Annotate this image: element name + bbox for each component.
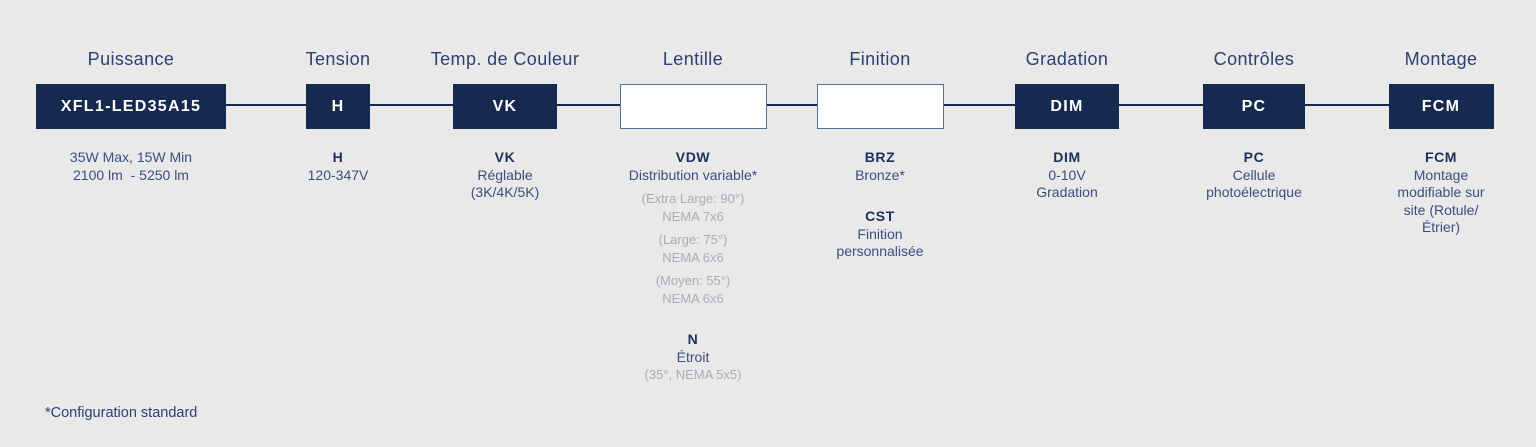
column-header-lentille: Lentille — [662, 49, 724, 69]
detail-code: VK — [494, 149, 516, 165]
code-box-montage: FCM — [1388, 84, 1494, 129]
column-controles: Contrôles PC PC Cellule photoélectrique — [1169, 48, 1339, 202]
code-box-tension: H — [306, 84, 370, 129]
details-temp-couleur: VK Réglable (3K/4K/5K) — [425, 149, 585, 202]
detail-code: CST — [865, 208, 895, 224]
connector-line — [131, 104, 1441, 106]
detail-code: BRZ — [864, 149, 896, 165]
column-temp-couleur: Temp. de Couleur VK VK Réglable (3K/4K/5… — [425, 48, 585, 202]
detail-line: (3K/4K/5K) — [470, 184, 540, 200]
detail-line: Gradation — [1036, 184, 1098, 200]
column-puissance: Puissance XFL1-LED35A15 35W Max, 15W Min… — [31, 48, 231, 184]
detail-note: (Extra Large: 90°) — [641, 191, 745, 206]
code-box-temp-couleur: VK — [453, 84, 557, 129]
column-montage: Montage FCM FCM Montage modifiable sur s… — [1373, 48, 1509, 237]
details-tension: H 120-347V — [268, 149, 408, 184]
detail-note: (Large: 75°) — [658, 232, 728, 247]
detail-line: personnalisée — [836, 243, 924, 259]
code-box-controles: PC — [1203, 84, 1305, 129]
detail-note: (Moyen: 55°) — [655, 273, 731, 288]
detail-line: Étroit — [676, 348, 710, 365]
details-montage: FCM Montage modifiable sur site (Rotule/… — [1373, 149, 1509, 237]
detail-code: H — [332, 149, 344, 165]
empty-box-lentille — [619, 84, 767, 129]
column-header-puissance: Puissance — [87, 49, 175, 69]
footnote-configuration-standard: *Configuration standard — [45, 405, 198, 421]
detail-line: 0-10V — [1048, 166, 1086, 183]
detail-line: Cellule — [1232, 166, 1276, 183]
detail-line: Étrier) — [1421, 219, 1461, 235]
detail-code: PC — [1243, 149, 1265, 165]
details-gradation: DIM 0-10V Gradation — [997, 149, 1137, 202]
column-finition: Finition BRZ Bronze* CST Finition person… — [795, 48, 965, 261]
detail-code: FCM — [1424, 149, 1458, 165]
empty-box-finition — [816, 84, 944, 129]
detail-line: modifiable sur — [1397, 184, 1485, 200]
column-header-temp-couleur: Temp. de Couleur — [430, 49, 580, 69]
column-lentille: Lentille VDW Distribution variable* (Ext… — [593, 48, 793, 384]
detail-line: site (Rotule/ — [1403, 201, 1479, 218]
detail-note: NEMA 6x6 — [662, 290, 724, 306]
code-box-puissance: XFL1-LED35A15 — [36, 84, 226, 129]
detail-line: Réglable — [477, 166, 533, 183]
column-gradation: Gradation DIM DIM 0-10V Gradation — [997, 48, 1137, 202]
column-header-gradation: Gradation — [1025, 49, 1109, 69]
detail-line: photoélectrique — [1206, 184, 1302, 200]
detail-note: NEMA 7x6 — [662, 208, 724, 224]
detail-line: 2100 lm - 5250 lm — [73, 166, 189, 183]
details-lentille: VDW Distribution variable* (Extra Large:… — [593, 149, 793, 384]
details-puissance: 35W Max, 15W Min 2100 lm - 5250 lm — [31, 149, 231, 184]
detail-line: Distribution variable* — [628, 166, 758, 183]
column-header-tension: Tension — [305, 49, 371, 69]
details-finition: BRZ Bronze* CST Finition personnalisée — [795, 149, 965, 261]
column-header-montage: Montage — [1404, 49, 1478, 69]
details-controles: PC Cellule photoélectrique — [1169, 149, 1339, 202]
detail-line: 35W Max, 15W Min — [69, 149, 193, 165]
detail-line: Montage — [1413, 166, 1469, 183]
detail-note: (35°, NEMA 5x5) — [644, 367, 742, 382]
code-box-gradation: DIM — [1015, 84, 1119, 129]
column-header-controles: Contrôles — [1213, 49, 1295, 69]
detail-line: 120-347V — [307, 166, 369, 183]
detail-line: Finition — [857, 225, 903, 242]
column-tension: Tension H H 120-347V — [268, 48, 408, 184]
detail-code: N — [687, 331, 699, 347]
detail-code: VDW — [675, 149, 711, 165]
detail-code: DIM — [1053, 149, 1081, 165]
detail-note: NEMA 6x6 — [662, 249, 724, 265]
detail-line: Bronze* — [855, 166, 905, 183]
column-header-finition: Finition — [849, 49, 911, 69]
